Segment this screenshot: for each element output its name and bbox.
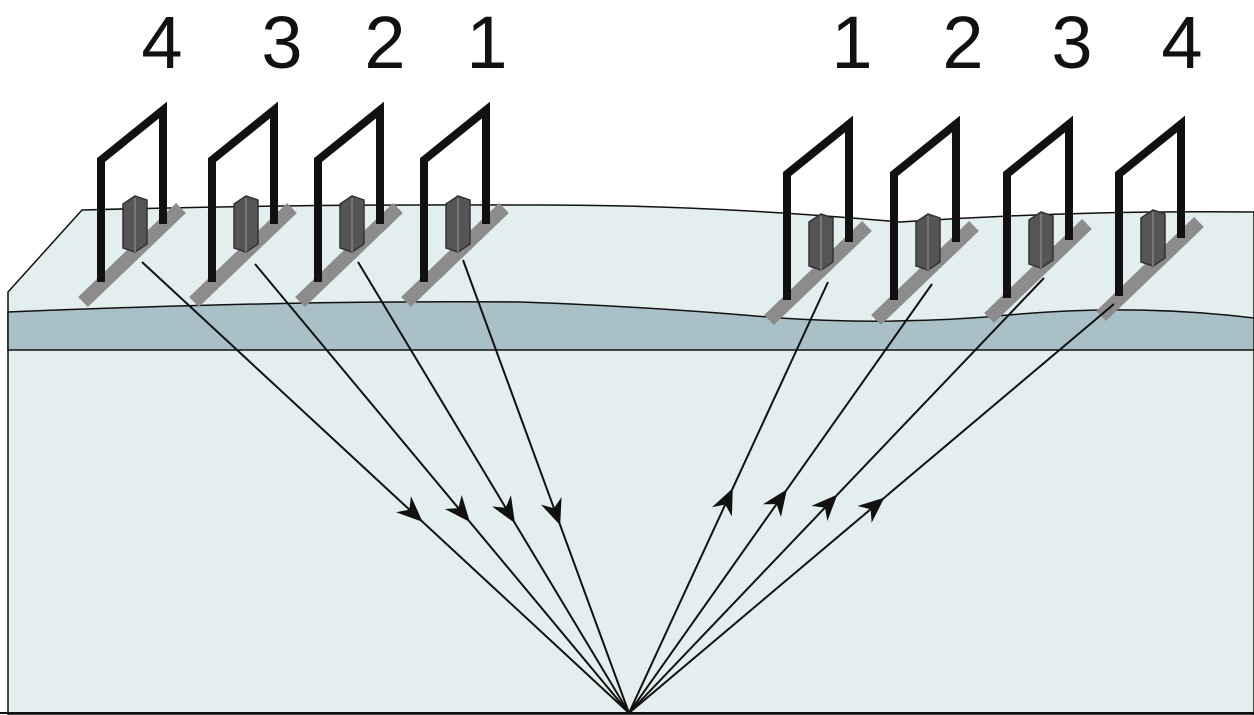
receiver-label-3: 3	[1051, 1, 1092, 84]
receiver-label-1: 1	[831, 1, 872, 84]
ground-block	[8, 205, 1254, 715]
source-label-1: 1	[466, 1, 507, 84]
source-label-4: 4	[141, 1, 182, 84]
receiver-label-2: 2	[942, 1, 983, 84]
receiver-label-4: 4	[1161, 1, 1202, 84]
source-label-3: 3	[261, 1, 302, 84]
source-label-2: 2	[364, 1, 405, 84]
